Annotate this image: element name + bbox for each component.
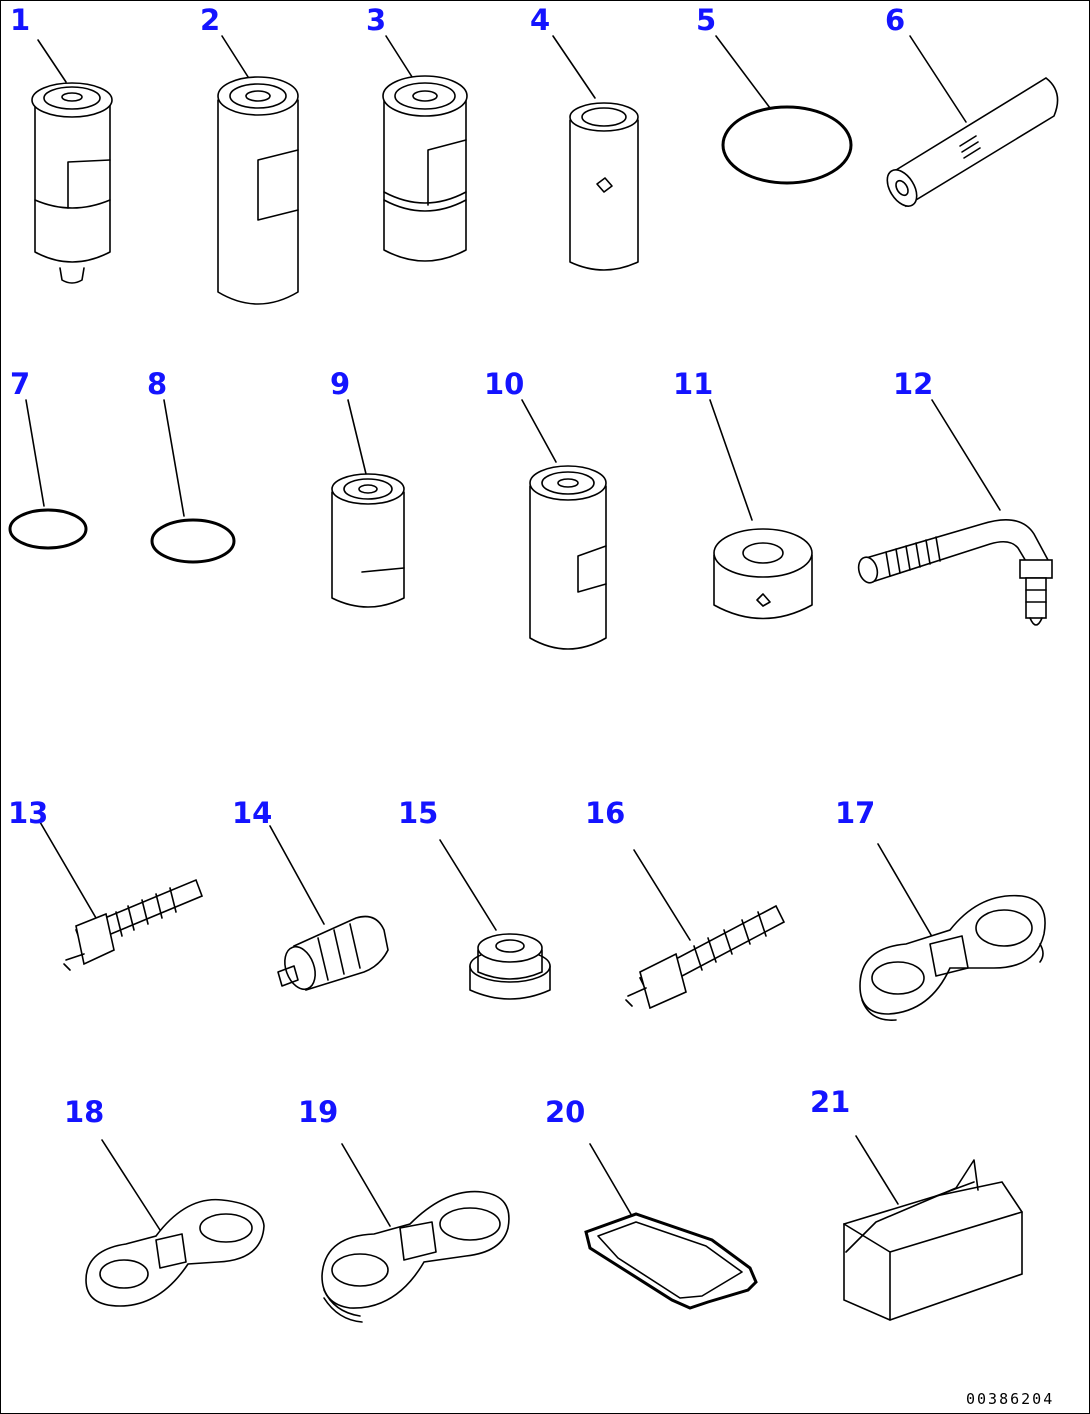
part-number-14: 14 — [232, 796, 272, 830]
part-number-1: 1 — [10, 3, 30, 37]
part-21[interactable]: 21 — [810, 1085, 1023, 1321]
part-3[interactable]: 3 — [366, 3, 468, 262]
part-10[interactable]: 10 — [484, 367, 607, 650]
part-16[interactable]: 16 — [585, 796, 786, 1010]
part-number-13: 13 — [8, 796, 48, 830]
part-19[interactable]: 19 — [298, 1095, 510, 1323]
part-12[interactable]: 12 — [856, 367, 1053, 626]
part-4[interactable]: 4 — [530, 3, 639, 271]
part-1[interactable]: 1 — [10, 3, 113, 284]
part-number-19: 19 — [298, 1095, 338, 1129]
part-number-6: 6 — [885, 3, 905, 37]
part-7[interactable]: 7 — [8, 367, 88, 550]
part-20[interactable]: 20 — [545, 1095, 758, 1310]
part-number-12: 12 — [893, 367, 933, 401]
drawing-code: 00386204 — [966, 1390, 1054, 1408]
part-5[interactable]: 5 — [696, 3, 853, 185]
part-11[interactable]: 11 — [673, 367, 813, 620]
part-number-15: 15 — [398, 796, 438, 830]
part-15[interactable]: 15 — [398, 796, 551, 1000]
part-number-17: 17 — [835, 796, 875, 830]
part-number-10: 10 — [484, 367, 524, 401]
part-number-20: 20 — [545, 1095, 585, 1129]
part-8[interactable]: 8 — [147, 367, 236, 564]
part-number-21: 21 — [810, 1085, 850, 1119]
part-number-7: 7 — [10, 367, 30, 401]
part-number-11: 11 — [673, 367, 713, 401]
part-6[interactable]: 6 — [881, 3, 1059, 211]
part-17[interactable]: 17 — [835, 796, 1046, 1021]
part-number-8: 8 — [147, 367, 167, 401]
part-13[interactable]: 13 — [8, 796, 204, 971]
part-number-16: 16 — [585, 796, 625, 830]
part-number-3: 3 — [366, 3, 386, 37]
part-number-18: 18 — [64, 1095, 104, 1129]
part-number-2: 2 — [200, 3, 220, 37]
part-2[interactable]: 2 — [200, 3, 299, 305]
part-18[interactable]: 18 — [64, 1095, 265, 1307]
part-number-4: 4 — [530, 3, 550, 37]
part-number-9: 9 — [330, 367, 350, 401]
part-number-5: 5 — [696, 3, 716, 37]
part-9[interactable]: 9 — [330, 367, 405, 608]
part-14[interactable]: 14 — [232, 796, 389, 993]
